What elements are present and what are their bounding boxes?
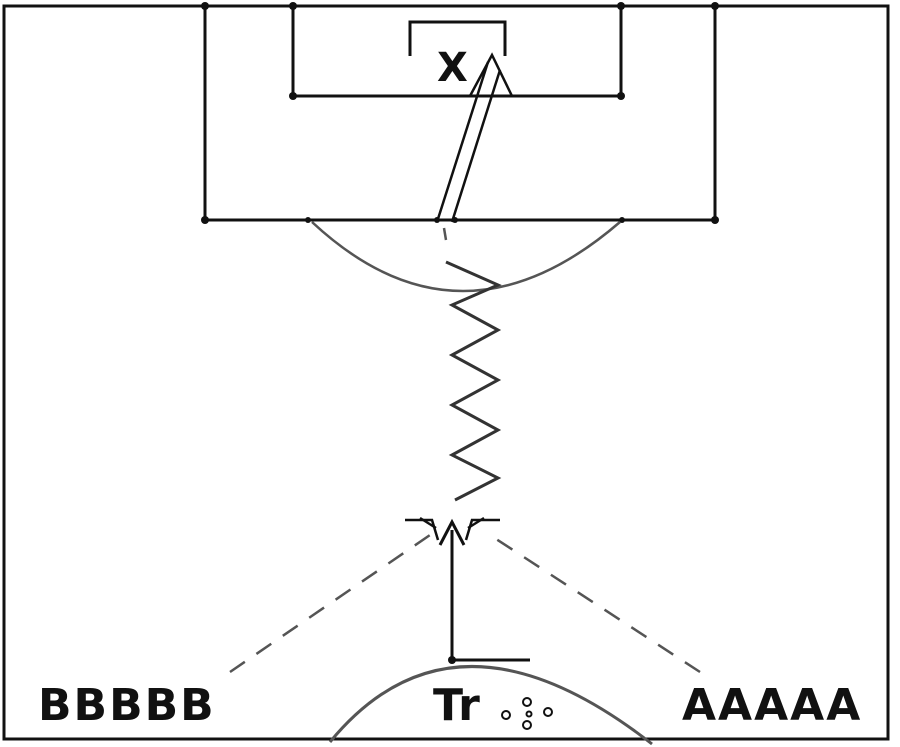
trainer-pass-arrow	[438, 518, 530, 664]
shot-arrow	[435, 52, 514, 241]
goal-area	[291, 6, 623, 98]
queue-a-label: AAAAA	[682, 680, 863, 731]
penalty-arc	[311, 221, 621, 293]
queue-b-label: BBBBB	[38, 680, 216, 731]
dribble-path	[445, 260, 502, 502]
run-lines	[229, 533, 701, 674]
corner-dots	[201, 2, 719, 224]
center-circle-arc	[328, 665, 653, 746]
pitch-boundary	[2, 4, 890, 741]
goalkeeper-label: X	[437, 45, 468, 91]
ball-cluster-icon	[501, 697, 553, 730]
penalty-area	[203, 6, 717, 222]
run-arrowheads	[405, 516, 500, 541]
goal-frame-icon	[408, 20, 507, 56]
trainer-label: Tr	[433, 680, 480, 731]
